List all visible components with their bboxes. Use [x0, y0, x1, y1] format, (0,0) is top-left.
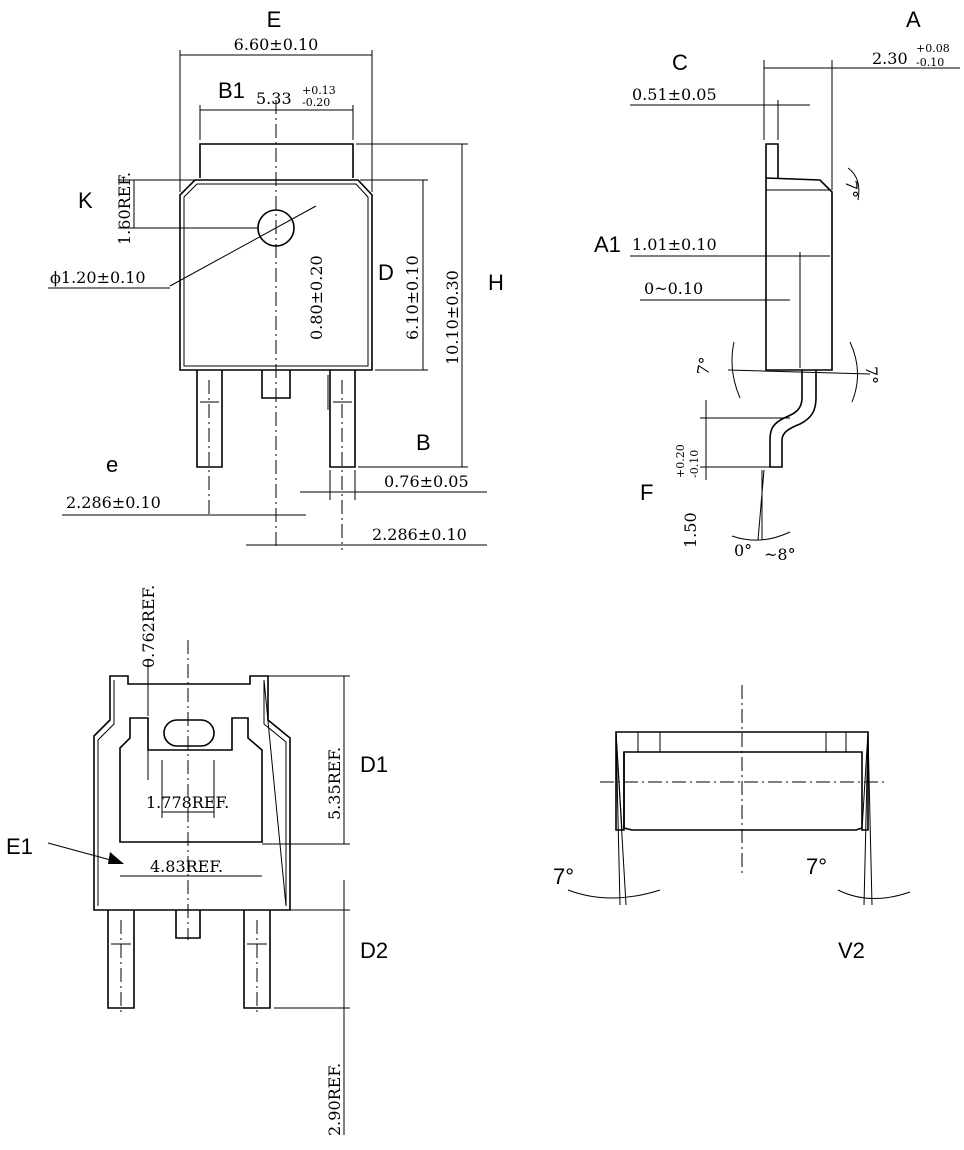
dim-483: 4.83REF. — [150, 857, 223, 876]
dim-a-tol-up: +0.08 — [916, 42, 950, 55]
label-a: A — [906, 7, 921, 32]
dim-k-160: 1.60REF. — [115, 172, 134, 245]
dim-b-076: 0.76±0.05 — [384, 472, 469, 491]
dim-a-230: 2.30 — [872, 49, 908, 68]
angle-7-left: 7° — [693, 355, 715, 376]
dim-f-150: 1.50 — [681, 512, 700, 548]
label-a1: A1 — [594, 232, 621, 257]
label-h: H — [488, 270, 504, 295]
dim-phi-120: ϕ1.20±0.10 — [50, 268, 146, 287]
label-v2: V2 — [838, 938, 865, 963]
label-d1: D1 — [360, 752, 388, 777]
label-k: K — [78, 188, 93, 213]
label-b: B — [416, 430, 431, 455]
dim-d2-290: 2.90REF. — [325, 1063, 344, 1136]
dim-0762: 0.762REF. — [139, 585, 158, 668]
dim-f-tol-up: +0.20 — [674, 444, 687, 478]
side-view: A 2.30 +0.08 -0.10 C 0.51±0.05 7° A1 1.0… — [594, 7, 960, 564]
dim-e-2286a: 2.286±0.10 — [66, 493, 161, 512]
dim-e-2286b: 2.286±0.10 — [372, 525, 467, 544]
dim-b1-tol-dn: -0.20 — [302, 96, 330, 109]
dim-gap-0010: 0~0.10 — [644, 279, 703, 298]
angle-7-right: 7° — [862, 366, 881, 384]
dim-b1-533: 5.33 — [256, 89, 292, 108]
v2-angle-7-right: 7° — [806, 854, 827, 879]
dim-a-tol-dn: -0.10 — [916, 56, 944, 69]
end-view: 7° 7° V2 — [553, 685, 911, 963]
dim-a1-101: 1.01±0.10 — [632, 235, 717, 254]
front-view: E 6.60±0.10 B1 5.33 +0.13 -0.20 K 1.60RE… — [48, 7, 504, 550]
dim-d-610: 6.10±0.10 — [403, 255, 422, 340]
v2-angle-7-left: 7° — [553, 864, 574, 889]
label-e-pitch: e — [106, 452, 118, 477]
label-f: F — [640, 480, 653, 505]
label-d2: D2 — [360, 938, 388, 963]
dim-b1-tol-up: +0.13 — [302, 84, 336, 97]
label-e: E — [267, 7, 282, 32]
dim-h-1010: 10.10±0.30 — [443, 270, 462, 365]
label-d: D — [378, 260, 394, 285]
angle-8: ~8° — [764, 545, 796, 564]
dim-d1-535: 5.35REF. — [325, 747, 344, 820]
dim-e-660: 6.60±0.10 — [234, 35, 319, 54]
label-b1: B1 — [218, 78, 245, 103]
dim-c-051: 0.51±0.05 — [632, 85, 717, 104]
label-e1: E1 — [6, 834, 33, 859]
dim-hole-080: 0.80±0.20 — [307, 255, 326, 340]
angle-7-top: 7° — [842, 180, 861, 198]
dim-1778: 1.778REF. — [146, 793, 229, 812]
angle-0: 0° — [734, 541, 752, 560]
label-c: C — [672, 50, 688, 75]
dim-f-tol-dn: -0.10 — [688, 450, 701, 478]
back-view: 0.762REF. 1.778REF. 4.83REF. D1 5.35REF.… — [6, 585, 388, 1136]
